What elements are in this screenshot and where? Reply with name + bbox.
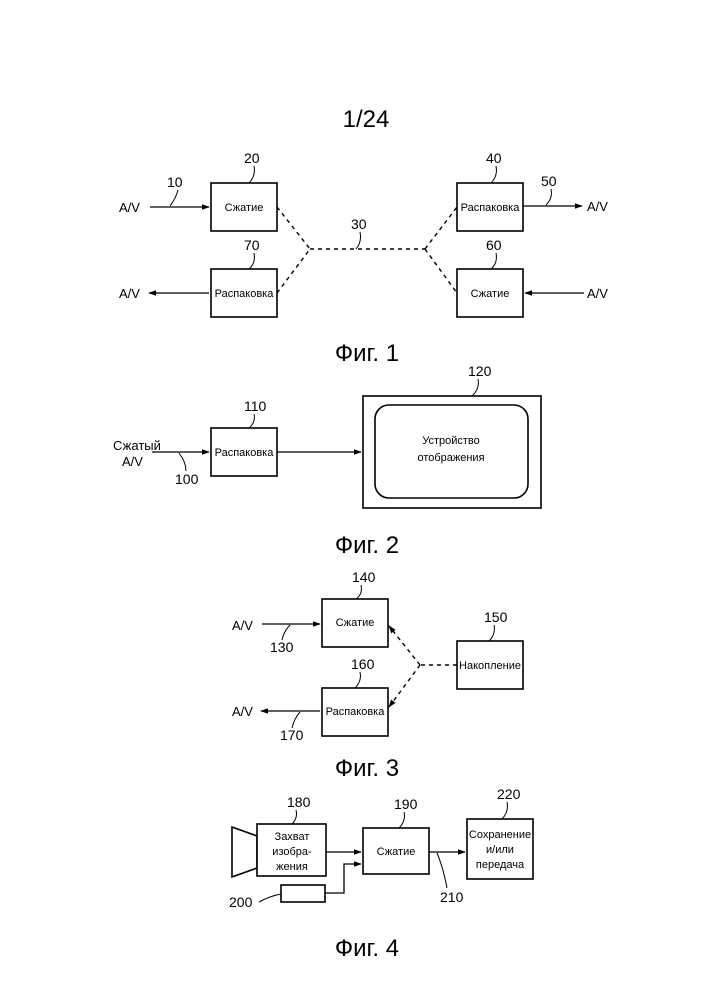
fig4-capture-label-line3: жения — [276, 861, 308, 873]
fig3-decompress-label: Распаковка — [326, 706, 386, 718]
fig1-decompress-bottom-label: Распаковка — [215, 288, 275, 300]
fig1-av-in-top: A/V — [119, 200, 140, 215]
fig4-ref-220: 220 — [497, 786, 521, 802]
fig4-ref-210: 210 — [440, 889, 464, 905]
fig4-ref-180: 180 — [287, 794, 311, 810]
fig1-av-out-bottom: A/V — [119, 286, 140, 301]
camera-lens-icon — [232, 827, 257, 877]
fig4-store-label-line1: Сохранение — [469, 829, 531, 841]
fig3-ref-140: 140 — [352, 569, 376, 585]
fig1-ref-50: 50 — [541, 173, 557, 189]
fig1-ref-70: 70 — [244, 237, 260, 253]
fig3-caption: Фиг. 3 — [335, 755, 399, 782]
fig3-ref-160: 160 — [351, 656, 375, 672]
fig2-input-label-line2: A/V — [122, 454, 143, 469]
fig1-av-in-bottom: A/V — [587, 286, 608, 301]
fig1-network-link-left-bottom — [277, 249, 310, 293]
fig2-ref-120: 120 — [468, 363, 492, 379]
fig1-ref-60: 60 — [486, 237, 502, 253]
fig3-link-to-decompress — [389, 665, 420, 707]
figure-3: A/V 130 Сжатие 140 Накопление 150 Распак… — [232, 569, 523, 782]
figure-2: Сжатый A/V 100 Распаковка 110 Устройство… — [113, 363, 541, 559]
fig2-display-label-line2: отображения — [417, 452, 484, 464]
page-number: 1/24 — [343, 106, 390, 133]
fig1-network-link-left-top — [277, 207, 310, 249]
fig2-display-label-line1: Устройство — [422, 435, 480, 447]
fig1-compress-bottom-label: Сжатие — [471, 288, 510, 300]
fig3-av-out: A/V — [232, 704, 253, 719]
fig4-capture-label-line1: Захват — [275, 831, 310, 843]
fig1-ref-20: 20 — [244, 150, 260, 166]
fig3-storage-label: Накопление — [459, 660, 521, 672]
fig3-link-to-compress — [389, 626, 420, 665]
fig4-ref-190: 190 — [394, 796, 418, 812]
fig2-input-label-line1: Сжатый — [113, 438, 161, 453]
fig3-ref-170: 170 — [280, 727, 304, 743]
fig1-caption: Фиг. 1 — [335, 340, 399, 367]
fig1-av-out-top: A/V — [587, 199, 608, 214]
fig1-decompress-top-label: Распаковка — [461, 202, 521, 214]
fig1-network-link-right-bottom — [425, 249, 457, 293]
fig4-ref-200: 200 — [229, 894, 253, 910]
fig2-ref-110: 110 — [244, 398, 267, 414]
figure-4: Захват изобра- жения 180 200 Сжатие 190 … — [229, 786, 533, 962]
fig4-store-label-line2: и/или — [486, 844, 514, 856]
fig4-aux-input-box — [281, 885, 325, 902]
fig3-ref-130: 130 — [270, 639, 294, 655]
fig3-av-in: A/V — [232, 618, 253, 633]
fig1-ref-10: 10 — [167, 174, 183, 190]
fig4-caption: Фиг. 4 — [335, 935, 399, 962]
fig2-caption: Фиг. 2 — [335, 532, 399, 559]
fig1-compress-top-label: Сжатие — [225, 202, 264, 214]
fig4-arrow-aux-to-compress — [325, 864, 361, 893]
fig1-ref-40: 40 — [486, 150, 502, 166]
fig2-ref-100: 100 — [175, 471, 199, 487]
fig3-compress-label: Сжатие — [336, 617, 375, 629]
fig1-ref-30: 30 — [351, 216, 367, 232]
fig2-decompress-label: Распаковка — [215, 447, 275, 459]
fig4-compress-label: Сжатие — [377, 846, 416, 858]
fig4-capture-label-line2: изобра- — [272, 846, 312, 858]
fig3-ref-150: 150 — [484, 609, 508, 625]
figure-1: A/V 10 Сжатие 20 Распаковка 70 A/V 30 Ра… — [119, 150, 608, 367]
fig1-network-link-right-top — [425, 207, 457, 249]
fig4-store-label-line3: передача — [476, 859, 525, 871]
